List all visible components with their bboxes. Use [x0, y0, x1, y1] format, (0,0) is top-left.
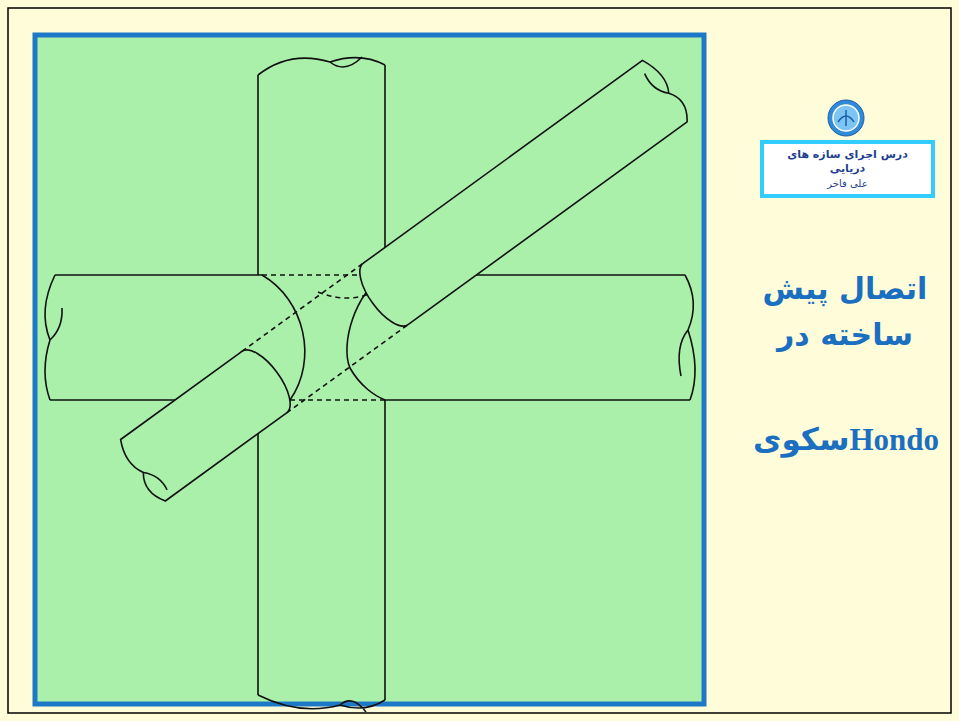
- tube-end: [679, 275, 695, 400]
- tube-end: [45, 275, 62, 400]
- figure-panel: [35, 35, 704, 704]
- title-line: سکویHondo: [753, 420, 939, 460]
- tube-end: [644, 69, 669, 99]
- tube-end: [258, 57, 385, 75]
- slide-border: [8, 8, 951, 713]
- tube-end: [143, 467, 167, 495]
- diagonal-brace: [115, 56, 693, 505]
- logo-disc: [828, 100, 864, 136]
- course-box: درس اجرای سازه های دریاییعلی فاخر: [760, 140, 935, 198]
- author-name: علی فاخر: [770, 177, 925, 190]
- logo-emblem: [838, 110, 854, 126]
- university-logo: [828, 100, 864, 136]
- slide-title: اتصال پیش ساخته در: [755, 266, 935, 358]
- brace-stub: [350, 56, 693, 334]
- tubular-joint: [45, 56, 695, 712]
- brace-stub: [115, 342, 299, 505]
- course-name: درس اجرای سازه های دریایی: [770, 148, 925, 177]
- tube-end: [258, 695, 385, 712]
- logo-ring: [833, 105, 859, 131]
